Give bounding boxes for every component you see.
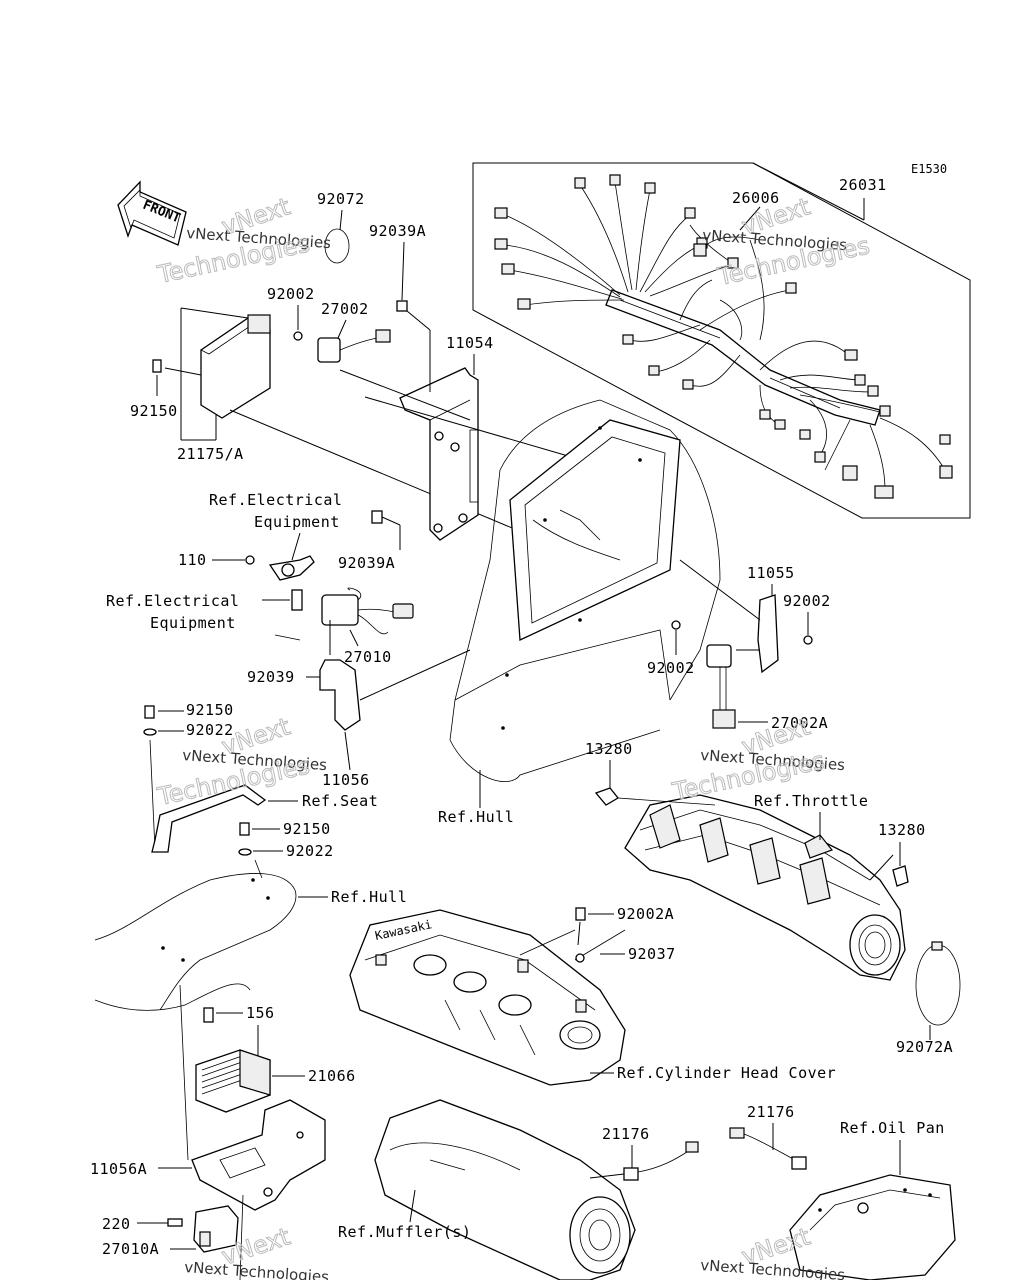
harness-connectors (494, 174, 953, 499)
bracket-11056 (319, 659, 361, 731)
label-ref-seat: Ref.Seat (302, 792, 378, 810)
bracket-11056A (191, 1099, 326, 1211)
label-ref-hull-2: Ref.Hull (331, 888, 407, 906)
label-ref-electrical-1a: Ref.Electrical (209, 491, 342, 509)
label-92022-a: 92022 (186, 721, 234, 739)
label-92002A: 92002A (617, 905, 674, 923)
bracket-11054 (399, 367, 479, 541)
throttle-manifold (624, 794, 906, 981)
label-ref-electrical-1b: Equipment (254, 513, 340, 531)
seat-bracket (151, 784, 267, 853)
relay-27002A (706, 644, 736, 729)
main-harness-group (472, 162, 971, 519)
label-13280-b: 13280 (878, 821, 926, 839)
label-ref-cylinder-head-cover: Ref.Cylinder Head Cover (617, 1064, 836, 1082)
clamp-92072A (915, 944, 961, 1026)
label-26031: 26031 (839, 176, 887, 194)
clip-13280-b (892, 865, 909, 887)
label-27002A: 27002A (771, 714, 828, 732)
label-92002-right: 92002 (783, 592, 831, 610)
hull-compartment (449, 399, 721, 782)
bolt-92039A-mid (371, 510, 383, 524)
label-11056A: 11056A (90, 1160, 147, 1178)
relay-27010 (321, 587, 414, 635)
cylinder-head-cover: Kawasaki (349, 909, 626, 1086)
label-26006: 26006 (732, 189, 780, 207)
svg-text:vNext Technologies: vNext Technologies (184, 1258, 330, 1280)
label-21066: 21066 (308, 1067, 356, 1085)
label-92150-a: 92150 (186, 701, 234, 719)
label-92039A-top: 92039A (369, 222, 426, 240)
label-11056: 11056 (322, 771, 370, 789)
regulator-21066 (195, 1049, 271, 1113)
front-arrow: FRONT (117, 180, 187, 246)
label-ref-electrical-2b: Equipment (150, 614, 236, 632)
label-220: 220 (102, 1215, 131, 1233)
label-92039A-mid: 92039A (338, 554, 395, 572)
label-27002: 27002 (321, 300, 369, 318)
ecu-21175A (200, 314, 271, 419)
fuse-holder (268, 555, 315, 581)
bracket-11055 (757, 594, 779, 674)
label-13280-a: 13280 (585, 740, 633, 758)
label-ref-throttle: Ref.Throttle (754, 792, 868, 810)
label-ref-electrical-2a: Ref.Electrical (106, 592, 239, 610)
sensor-21176-b (729, 1127, 807, 1170)
hull-lower (94, 873, 297, 1011)
label-92037: 92037 (628, 945, 676, 963)
label-110: 110 (178, 551, 207, 569)
label-92039: 92039 (247, 668, 295, 686)
label-92022-b: 92022 (286, 842, 334, 860)
label-92002-top: 92002 (267, 285, 315, 303)
label-156: 156 (246, 1004, 275, 1022)
label-11054: 11054 (446, 334, 494, 352)
label-92072A: 92072A (896, 1038, 953, 1056)
label-92002-mid: 92002 (647, 659, 695, 677)
label-27010: 27010 (344, 648, 392, 666)
sensor-21176-a (623, 1141, 699, 1181)
bolt-92039A-top (396, 300, 408, 312)
label-92150-b: 92150 (283, 820, 331, 838)
muffler (374, 1099, 636, 1280)
clamp-92072 (324, 228, 350, 264)
label-ref-hull-1: Ref.Hull (438, 808, 514, 826)
clip-13280-a (594, 787, 619, 806)
relay-27010A (193, 1205, 239, 1253)
label-21175A: 21175/A (177, 445, 244, 463)
harness-wires (504, 181, 946, 491)
label-92072: 92072 (317, 190, 365, 208)
diagram-code: E1530 (911, 162, 947, 176)
oil-pan (789, 1174, 956, 1280)
label-ref-muffler: Ref.Muffler(s) (338, 1223, 471, 1241)
label-92150-top: 92150 (130, 402, 178, 420)
label-21176-b: 21176 (747, 1103, 795, 1121)
label-21176-a: 21176 (602, 1125, 650, 1143)
label-11055: 11055 (747, 564, 795, 582)
relay-27002 (317, 329, 391, 363)
label-27010A: 27010A (102, 1240, 159, 1258)
label-ref-oil-pan: Ref.Oil Pan (840, 1119, 945, 1137)
